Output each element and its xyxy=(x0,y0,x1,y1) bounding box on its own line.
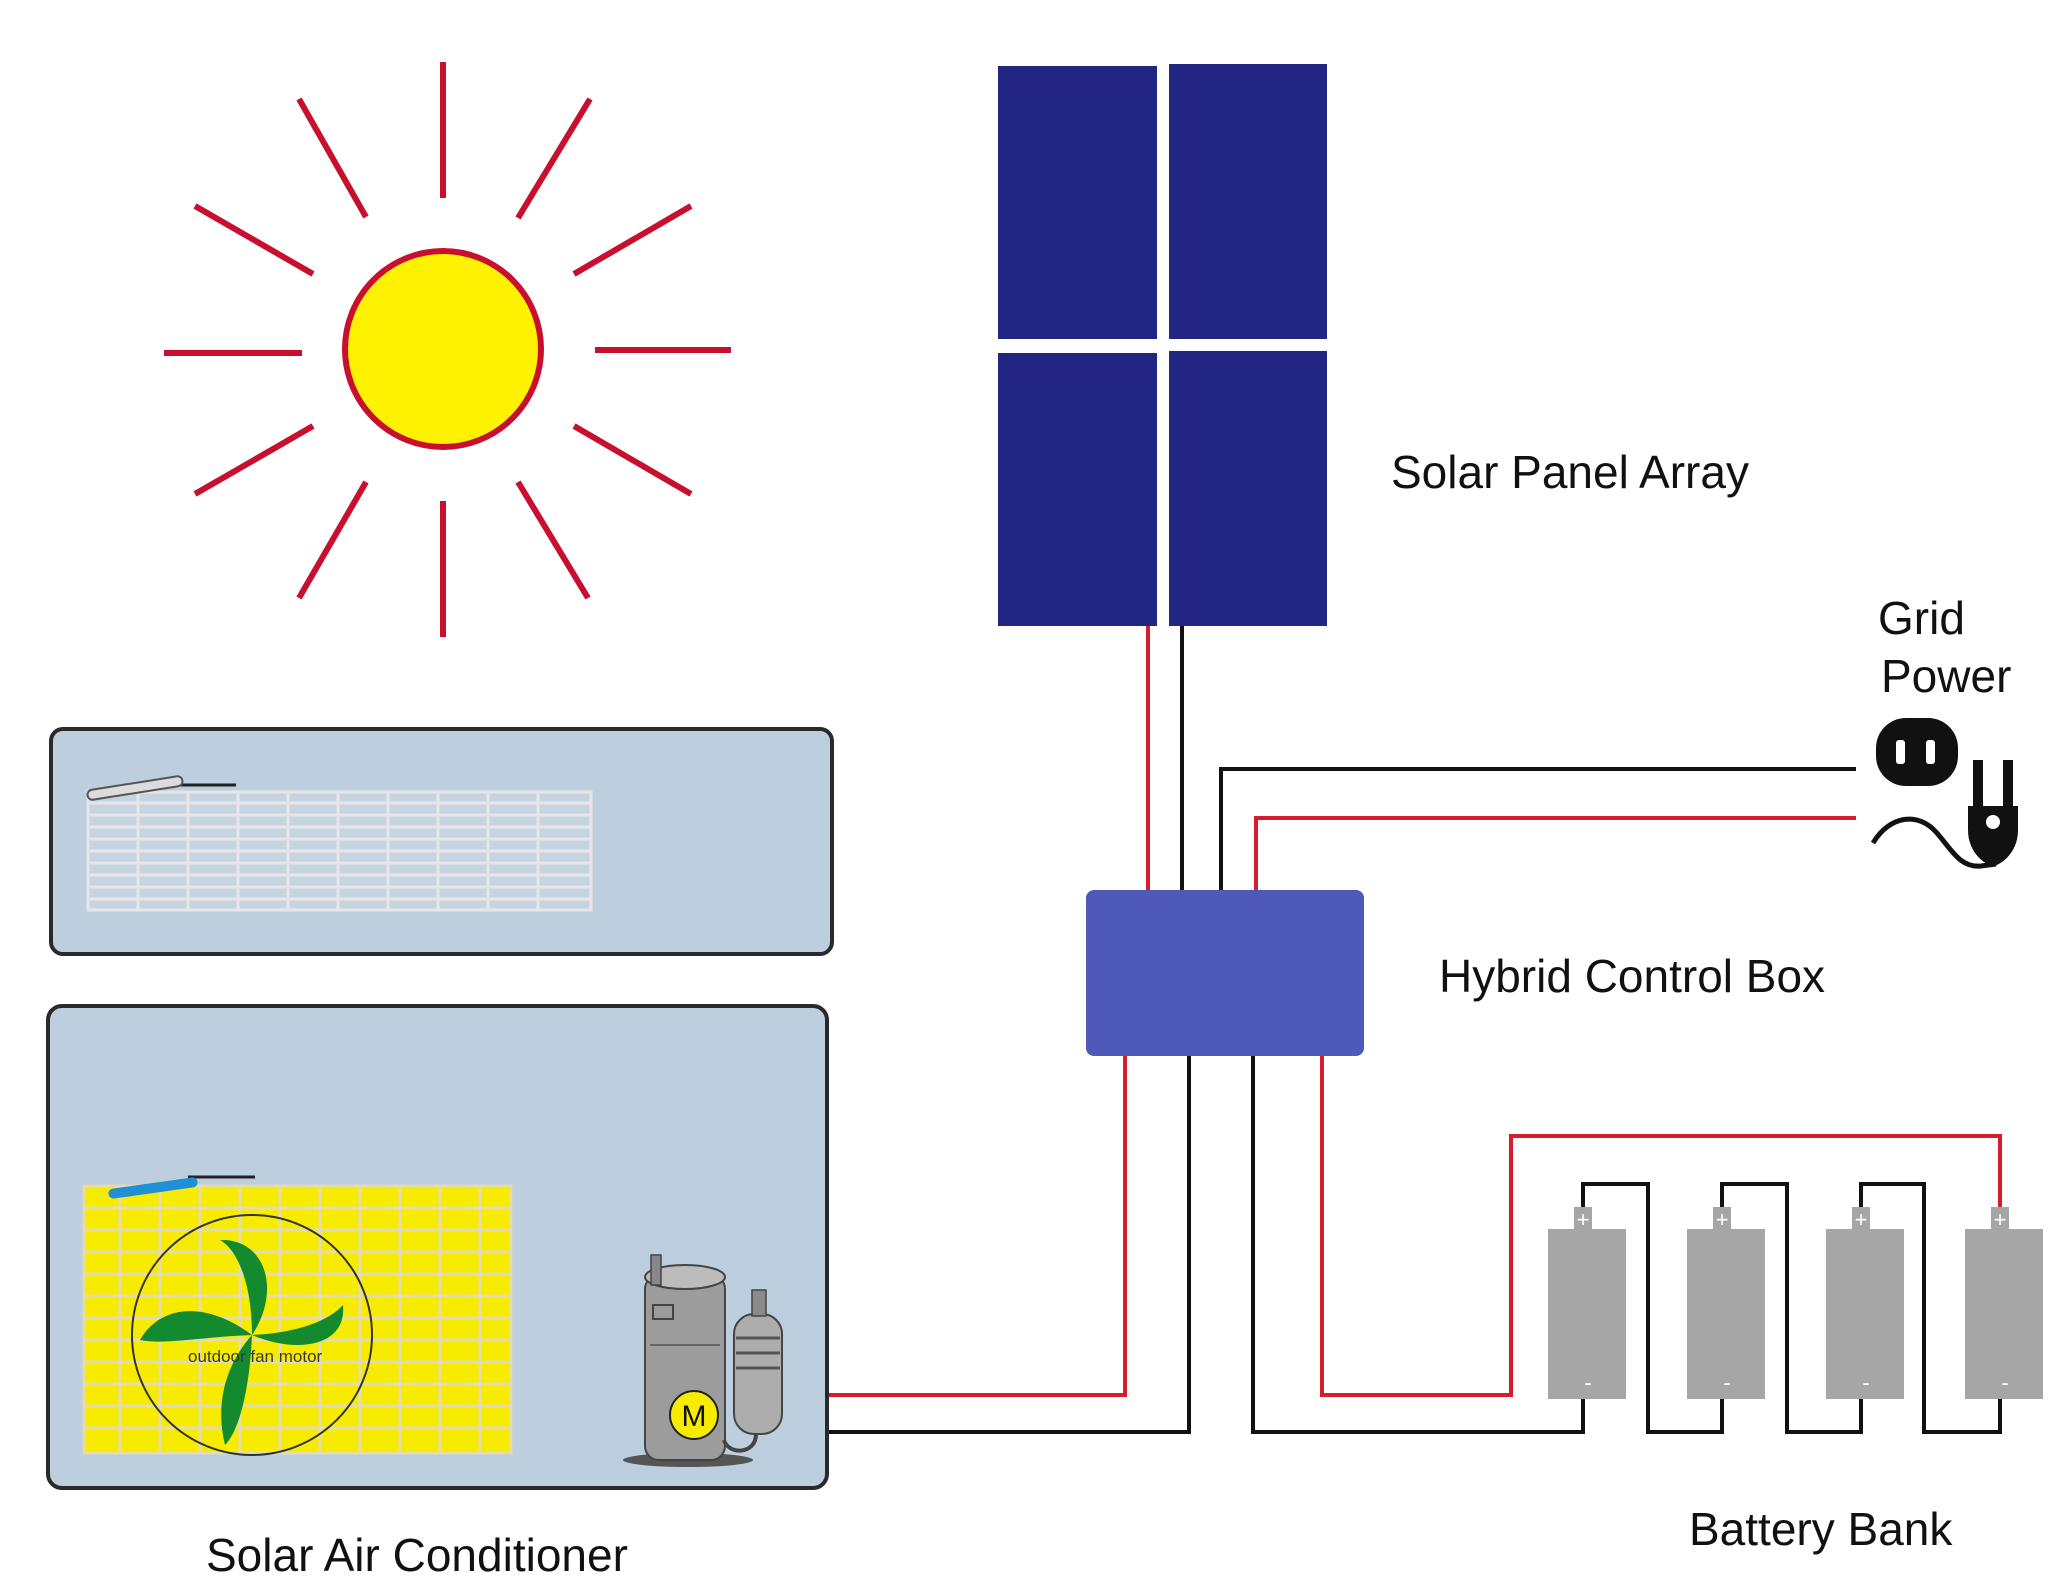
solar-panel-icon xyxy=(998,64,1327,626)
solar-air-conditioner-label: Solar Air Conditioner xyxy=(206,1529,628,1581)
outdoor-sensor xyxy=(108,1175,255,1199)
battery-icon: + - xyxy=(1548,1207,1626,1399)
svg-text:-: - xyxy=(1862,1370,1869,1395)
svg-text:-: - xyxy=(1584,1370,1591,1395)
battery-icon: + - xyxy=(1826,1207,1904,1399)
indoor-unit xyxy=(49,727,834,956)
battery-link-1 xyxy=(1581,1182,1724,1434)
svg-text:+: + xyxy=(1855,1207,1868,1232)
sun-icon xyxy=(164,62,731,637)
grid-outlet-icon xyxy=(1876,718,1958,786)
battery-link-3 xyxy=(1859,1182,2002,1434)
fan-icon: outdoor fan motor xyxy=(131,1214,373,1456)
indoor-sensor xyxy=(86,775,236,801)
battery-negative-wire xyxy=(1251,1056,1585,1434)
battery-positive-wire xyxy=(1320,1056,2002,1397)
grid-power-label-line1: Grid xyxy=(1878,592,1965,644)
battery-icon: + - xyxy=(1687,1207,1765,1399)
plug-icon xyxy=(1870,760,2018,869)
solar-panel-array-label: Solar Panel Array xyxy=(1391,446,1749,498)
compressor-icon: M xyxy=(623,1254,783,1467)
ac-negative-wire xyxy=(826,1056,1191,1434)
compressor-motor-label: M xyxy=(682,1400,707,1433)
control-box-icon xyxy=(1086,890,1364,1056)
battery-icon: + - xyxy=(1965,1207,2043,1399)
grid-positive-wire xyxy=(1254,816,1856,890)
fan-motor-label: outdoor fan motor xyxy=(188,1347,323,1366)
ac-positive-wire xyxy=(826,1056,1127,1397)
grid-negative-wire xyxy=(1219,767,1856,890)
outdoor-coil xyxy=(82,1184,513,1455)
hybrid-control-box-label: Hybrid Control Box xyxy=(1439,950,1825,1002)
grid-power-label-line2: Power xyxy=(1881,650,2011,702)
svg-text:-: - xyxy=(2001,1370,2008,1395)
battery-bank-label: Battery Bank xyxy=(1689,1503,1953,1555)
battery-bank: + - + - + - + - xyxy=(1548,1207,2043,1399)
battery-link-2 xyxy=(1720,1182,1863,1434)
indoor-coil xyxy=(86,790,593,912)
outdoor-unit: outdoor fan motor M xyxy=(46,1004,829,1490)
svg-text:+: + xyxy=(1994,1207,2007,1232)
svg-text:+: + xyxy=(1716,1207,1729,1232)
svg-text:+: + xyxy=(1577,1207,1590,1232)
svg-text:-: - xyxy=(1723,1370,1730,1395)
wiring xyxy=(826,626,2002,1434)
